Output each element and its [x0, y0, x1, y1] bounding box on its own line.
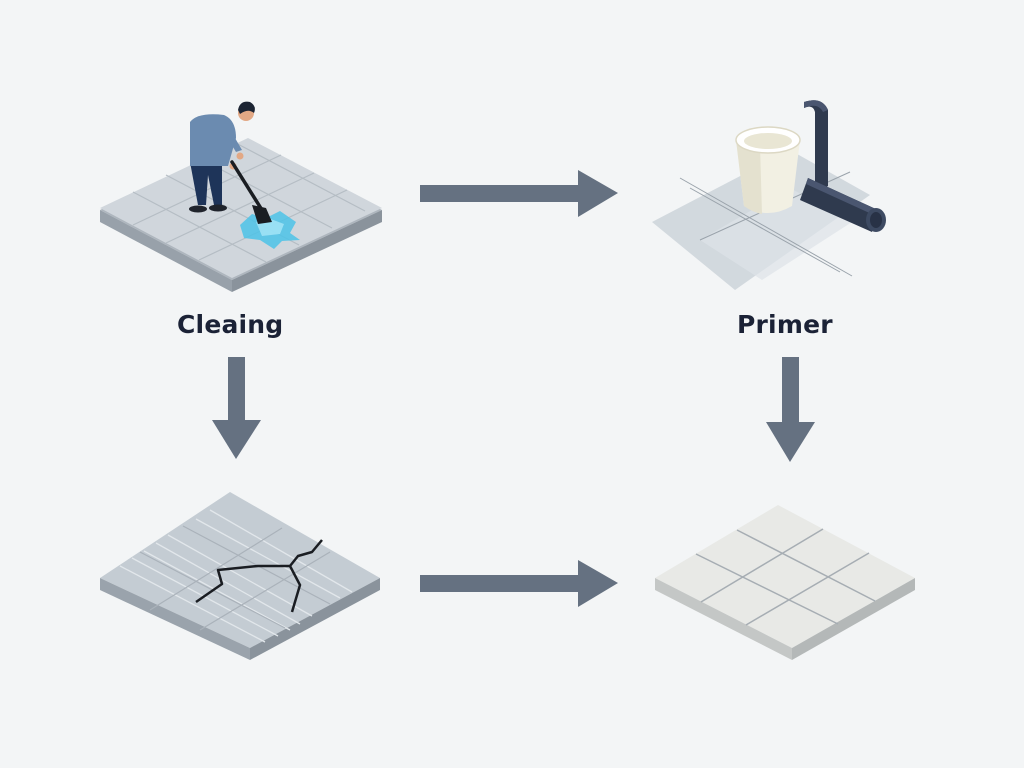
- pipe-icon: [800, 100, 886, 232]
- arrow-repair-to-finished: [420, 560, 618, 607]
- arrow-cleaning-down: [212, 357, 261, 459]
- primer-bucket-icon: [735, 126, 801, 214]
- arrow-primer-down: [766, 357, 815, 462]
- crack-icon: [195, 539, 323, 604]
- primer-illustration: [652, 100, 886, 290]
- cleaning-illustration: [100, 101, 382, 292]
- arrow-cleaning-to-primer: [420, 170, 618, 217]
- repair-illustration: [100, 492, 380, 660]
- step-label-primer: Primer: [737, 310, 833, 339]
- step-label-cleaning: Cleaing: [177, 310, 284, 339]
- person-mopping-icon: [189, 101, 272, 224]
- finished-illustration: [655, 505, 915, 660]
